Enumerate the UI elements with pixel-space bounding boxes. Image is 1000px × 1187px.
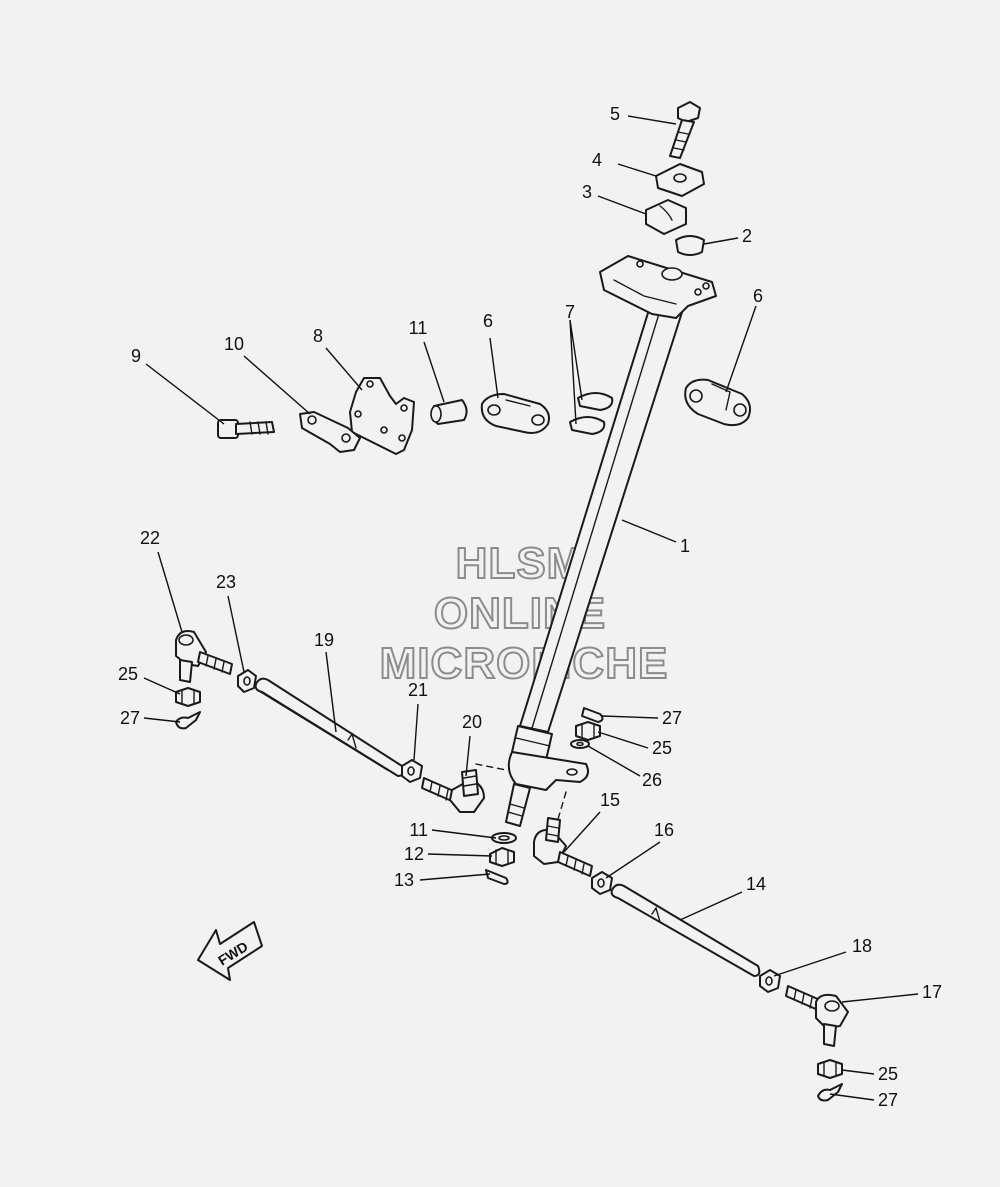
part-18-tie-rod-end[interactable]: [785, 985, 849, 1047]
callout-27-right: 27: [878, 1090, 898, 1110]
callout-27-left: 27: [120, 708, 140, 728]
callout-5: 5: [610, 104, 620, 124]
column-top-plate: [599, 255, 717, 319]
callout-16: 15: [600, 790, 620, 810]
callout-18: 17: [922, 982, 942, 1002]
part-2-cap[interactable]: [675, 235, 705, 256]
callout-15: 14: [746, 874, 766, 894]
part-23-tie-rod-end[interactable]: [175, 630, 233, 683]
part-1-steering-column[interactable]: [475, 299, 685, 827]
callout-24: 23: [216, 572, 236, 592]
callout-3: 3: [582, 182, 592, 202]
part-15-tie-rod[interactable]: [610, 883, 761, 977]
part-9-bolt[interactable]: [217, 419, 275, 439]
callout-labels: 5 4 3 2 6 6 7 8 9 10 11 1 22 23 25 27 19…: [118, 104, 942, 1110]
part-5-bolt[interactable]: [669, 101, 701, 159]
part-3-bushing[interactable]: [645, 199, 687, 235]
callout-26: 26: [642, 770, 662, 790]
watermark-line-3: MICROFICHE: [380, 639, 669, 688]
part-13-nut[interactable]: [489, 847, 515, 867]
callout-13: 12: [404, 844, 424, 864]
callout-7: 7: [565, 302, 575, 322]
part-7-clips[interactable]: [569, 392, 614, 435]
part-27-cotter-pin-right[interactable]: [817, 1083, 843, 1102]
part-24-nut[interactable]: [237, 669, 257, 693]
callout-27-center: 27: [662, 708, 682, 728]
part-10-lock-plate[interactable]: [299, 411, 361, 453]
part-20-tie-rod[interactable]: [254, 677, 405, 777]
callout-21: 20: [462, 712, 482, 732]
part-21-tie-rod-end[interactable]: [421, 769, 485, 813]
part-22-nut[interactable]: [401, 759, 423, 783]
callout-4: 4: [592, 150, 602, 170]
callout-10: 10: [224, 334, 244, 354]
callout-25-left: 25: [118, 664, 138, 684]
leader-lines: [143, 115, 919, 1101]
callout-23: 22: [140, 528, 160, 548]
part-4-upper-holder[interactable]: [655, 163, 705, 197]
part-27-cotter-pin-left[interactable]: [175, 711, 201, 730]
callout-12: 11: [409, 820, 428, 840]
callout-25-center: 25: [652, 738, 672, 758]
callout-19: 18: [852, 936, 872, 956]
callout-6-left: 6: [483, 311, 493, 331]
callout-1: 1: [680, 536, 690, 556]
part-8-plate[interactable]: [349, 377, 415, 455]
part-27-cotter-pin-center[interactable]: [581, 707, 604, 723]
callout-14: 13: [394, 870, 414, 890]
part-14-cotter-pin[interactable]: [485, 869, 509, 885]
callout-9: 9: [131, 346, 141, 366]
part-6-bracket-left[interactable]: [480, 393, 550, 434]
part-25-nut-center[interactable]: [575, 721, 601, 741]
callout-6-right: 6: [753, 286, 763, 306]
fwd-arrow: FWD: [197, 921, 263, 981]
watermark: HLSM ONLINE MICROFICHE: [379, 538, 669, 689]
part-25-nut-left[interactable]: [175, 687, 201, 707]
callout-20: 19: [314, 630, 334, 650]
callout-2: 2: [742, 226, 752, 246]
part-6-bracket-right[interactable]: [684, 378, 751, 427]
callout-17: 16: [654, 820, 674, 840]
callout-8: 8: [313, 326, 323, 346]
callout-11: 11: [409, 318, 428, 338]
part-25-nut-right[interactable]: [817, 1059, 843, 1079]
part-26-washer[interactable]: [570, 739, 590, 749]
part-19-nut[interactable]: [759, 969, 781, 993]
callout-25-right: 25: [878, 1064, 898, 1084]
part-16-tie-rod-end[interactable]: [533, 817, 593, 877]
watermark-line-1: HLSM: [456, 539, 585, 588]
part-11-collar[interactable]: [430, 399, 468, 425]
callout-22: 21: [408, 680, 428, 700]
